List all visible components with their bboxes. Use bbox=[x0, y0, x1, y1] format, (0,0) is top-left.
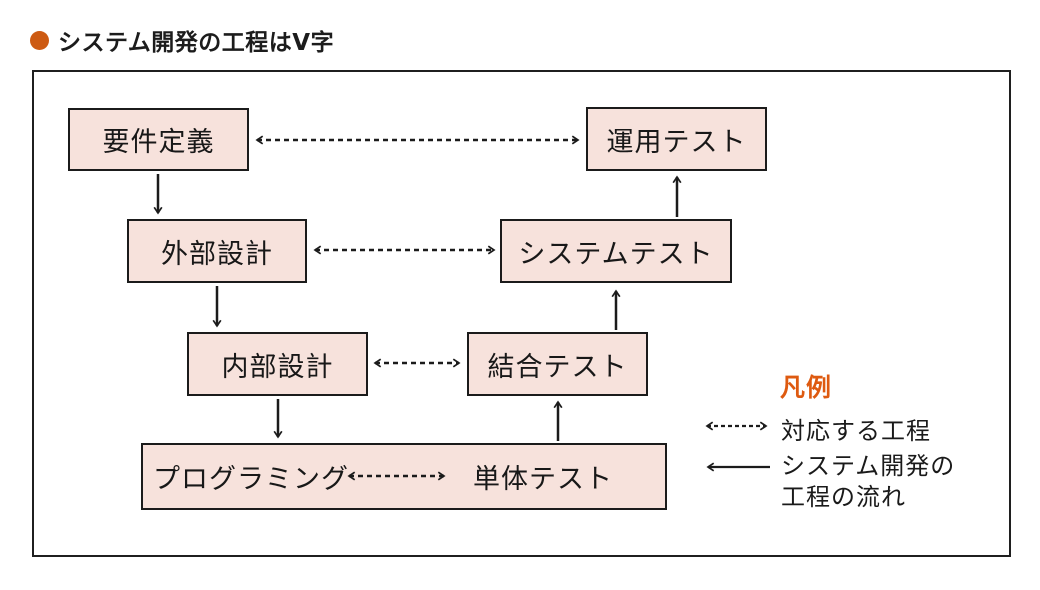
box-system-test: システムテスト bbox=[500, 219, 732, 283]
box-unit-test-label: 単体テスト bbox=[473, 464, 613, 495]
box-operation-test: 運用テスト bbox=[586, 107, 767, 171]
legend-heading: 凡例 bbox=[780, 373, 833, 402]
box-requirements-definition: 要件定義 bbox=[68, 108, 249, 171]
page-title-text: システム開発の工程はV字 bbox=[58, 30, 335, 56]
legend-dashed-arrow-label: 対応する工程 bbox=[781, 417, 931, 445]
legend-solid-arrow-label-line1: システム開発の bbox=[781, 452, 956, 480]
legend-solid-arrow-label: システム開発の 工程の流れ bbox=[781, 451, 955, 513]
page-title: システム開発の工程はV字 bbox=[30, 23, 334, 57]
box-programming-label: プログラミング bbox=[153, 464, 349, 495]
bullet-icon bbox=[30, 30, 49, 50]
box-internal-design: 内部設計 bbox=[187, 332, 368, 396]
legend-solid-arrow-label-line2: 工程の流れ bbox=[781, 483, 906, 511]
box-integration-test: 結合テスト bbox=[467, 332, 648, 396]
box-programming-unit-test: プログラミング 単体テスト bbox=[141, 443, 667, 510]
box-external-design: 外部設計 bbox=[127, 219, 307, 283]
